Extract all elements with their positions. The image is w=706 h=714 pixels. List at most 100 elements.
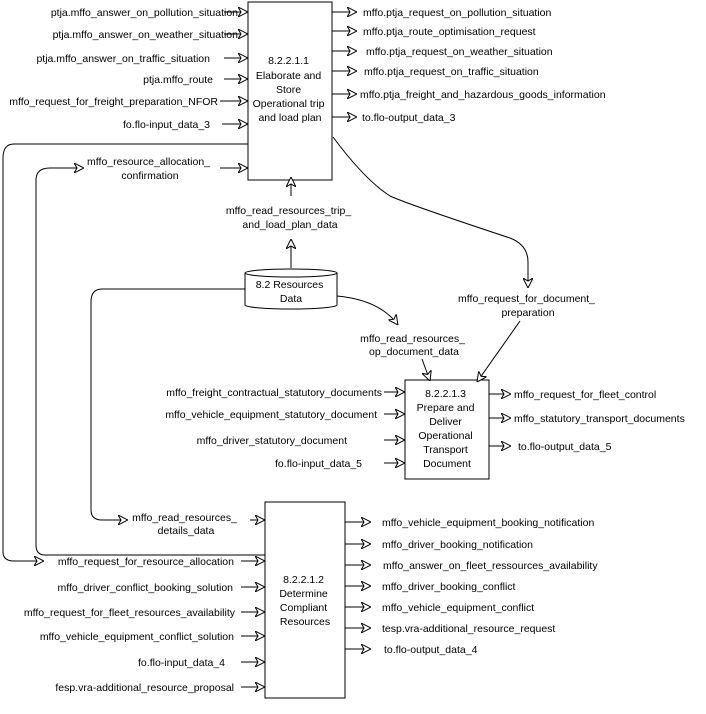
flow-output[interactable]: to.flo-output_data_4 [345,644,478,656]
connector [90,288,245,520]
flow-label: fesp.vra-additional_resource_proposal [55,682,234,694]
process-box[interactable] [247,1,333,181]
flow-input[interactable]: fesp.vra-additional_resource_proposal [55,682,265,694]
flow-label: mffo_request_for_fleet_resources_availab… [24,607,236,619]
flow-label: mffo_read_resources_trip_ and_load_plan_… [226,205,354,231]
flow-label: mffo_driver_booking_conflict [382,581,516,593]
process-8-2-2-1-3[interactable]: 8.2.2.1.3 Prepare and Deliver Operationa… [404,379,490,480]
flow-label: ptja.mffo_answer_on_pollution_situation [51,7,238,19]
flow-input[interactable]: mffo_freight_contractual_statutory_docum… [166,387,405,399]
flow-label: mffo_vehicle_equipment_booking_notificat… [382,517,594,529]
datastore-label: 8.2 Resources Data [256,279,327,305]
flow-label: mffo_freight_contractual_statutory_docum… [166,387,382,399]
flow-request-for-document-preparation[interactable]: mffo_request_for_document_ preparation [332,136,598,382]
flow-label: mffo.ptja_freight_and_hazardous_goods_in… [360,89,606,101]
flow-output[interactable]: mffo_vehicle_equipment_booking_notificat… [345,517,594,529]
flow-input[interactable]: ptja.mffo_answer_on_weather_situation [53,29,248,41]
flow-label: to.flo-output_data_5 [518,441,612,453]
flow-label: mffo_driver_booking_notification [382,539,533,551]
flow-output[interactable]: to.flo-output_data_3 [332,112,456,124]
flow-label: mffo_read_resources_ op_document_data [360,333,468,358]
flow-label: mffo_resource_allocation_ confirmation [87,156,213,182]
arrow-icon [477,320,521,382]
p3-outputs: mffo_request_for_fleet_control mffo_stat… [489,389,685,453]
p2-outputs: mffo_vehicle_equipment_booking_notificat… [345,517,598,656]
flow-input[interactable]: mffo_request_for_fleet_resources_availab… [24,607,265,619]
flow-output[interactable]: tesp.vra-additional_resource_request [345,623,555,635]
flow-label: mffo.ptja_request_on_traffic_situation [364,66,539,78]
flow-label: tesp.vra-additional_resource_request [382,623,555,635]
flow-label: ptja.mffo_answer_on_weather_situation [53,29,239,41]
p3-inputs: mffo_freight_contractual_statutory_docum… [165,387,405,470]
flow-output[interactable]: mffo_driver_booking_conflict [345,581,516,593]
flow-request-for-resource-allocation[interactable] [2,143,248,561]
connector [2,143,248,561]
flow-input[interactable]: mffo_driver_conflict_booking_solution [58,582,266,594]
flow-label: to.flo-output_data_4 [384,644,478,656]
flow-label: mffo_vehicle_equipment_statutory_documen… [165,409,377,421]
flow-label: mffo_vehicle_equipment_conflict_solution [40,631,234,643]
connector [35,168,265,556]
flow-input[interactable]: mffo_request_for_freight_preparation_NFO… [9,96,248,108]
flow-output[interactable]: mffo_driver_booking_notification [345,539,533,551]
flow-label: mffo_vehicle_equipment_conflict [382,602,534,614]
flow-label: mffo_request_for_fleet_control [514,389,656,401]
flow-label: mffo.ptja_route_optimisation_request [363,26,536,38]
cylinder-top [244,268,338,278]
flow-read-resources-trip-load-plan[interactable]: mffo_read_resources_trip_ and_load_plan_… [226,177,354,268]
flow-label: mffo_driver_conflict_booking_solution [58,582,234,594]
flow-label: mffo_read_resources_ details_data [132,512,240,537]
flow-input[interactable]: fo.flo-input_data_3 [123,119,248,131]
cylinder-body [244,273,338,310]
flow-input[interactable]: mffo_driver_statutory_document [197,435,405,447]
flow-read-resources-op-document[interactable]: mffo_read_resources_ op_document_data [336,295,468,381]
flow-output[interactable]: mffo.ptja_request_on_pollution_situation [332,7,552,19]
flow-output[interactable]: mffo_request_for_fleet_control [489,389,656,401]
flow-output[interactable]: mffo.ptja_request_on_traffic_situation [332,66,539,78]
flow-input[interactable]: mffo_vehicle_equipment_statutory_documen… [165,409,405,421]
flow-label: ptja.mffo_route [143,74,213,86]
flow-output[interactable]: mffo_statutory_transport_documents [489,413,685,425]
flow-label: mffo_answer_on_fleet_ressources_availabi… [383,560,598,572]
process-8-2-2-1-1[interactable]: 8.2.2.1.1 Elaborate and Store Operationa… [247,1,333,181]
flow-input[interactable]: fo.flo-input_data_4 [138,657,265,669]
flow-input[interactable]: mffo_vehicle_equipment_conflict_solution [40,631,265,643]
flow-label: mffo_request_for_document_ preparation [458,293,598,319]
flow-output[interactable]: mffo.ptja_request_on_weather_situation [332,46,553,58]
p2-inputs: mffo_request_for_resource_allocation mff… [24,556,265,694]
flow-label: ptja.mffo_answer_on_traffic_situation [36,53,210,65]
arrow-icon [421,358,430,381]
process-label: 8.2.2.1.2 Determine Compliant Resources [279,574,330,628]
flow-output[interactable]: mffo.ptja_freight_and_hazardous_goods_in… [332,89,606,101]
flow-output[interactable]: mffo_vehicle_equipment_conflict [345,602,534,614]
flow-input[interactable]: fo.flo-input_data_5 [275,458,405,470]
flow-input[interactable]: ptja.mffo_answer_on_pollution_situation [51,7,248,19]
datastore-8-2-resources-data[interactable]: 8.2 Resources Data [244,268,338,310]
flow-resource-allocation-confirmation[interactable]: mffo_resource_allocation_ confirmation [35,156,265,556]
flow-label: to.flo-output_data_3 [362,112,456,124]
flow-input[interactable]: ptja.mffo_answer_on_traffic_situation [36,53,248,65]
flow-output[interactable]: mffo_answer_on_fleet_ressources_availabi… [345,560,598,572]
flow-output[interactable]: to.flo-output_data_5 [489,441,612,453]
flow-label: mffo_driver_statutory_document [197,435,347,447]
flow-label: mffo.ptja_request_on_weather_situation [366,46,553,58]
flow-output[interactable]: mffo.ptja_route_optimisation_request [332,26,536,38]
process-label: 8.2.2.1.3 Prepare and Deliver Operationa… [417,388,478,470]
process-box[interactable] [264,501,346,699]
flow-label: fo.flo-input_data_3 [123,119,210,131]
flow-input[interactable]: ptja.mffo_route [143,74,248,86]
flow-label: mffo.ptja_request_on_pollution_situation [363,7,552,19]
flow-input[interactable]: mffo_request_for_resource_allocation [58,556,265,568]
flow-label: fo.flo-input_data_4 [138,657,225,669]
process-8-2-2-1-2[interactable]: 8.2.2.1.2 Determine Compliant Resources [264,501,346,699]
process-label: 8.2.2.1.1 Elaborate and Store Operationa… [253,55,328,124]
flow-label: mffo_request_for_resource_allocation [58,556,234,568]
flow-label: mffo_statutory_transport_documents [514,413,685,425]
flow-label: fo.flo-input_data_5 [275,458,362,470]
flow-read-resources-details[interactable]: mffo_read_resources_ details_data [90,288,265,537]
p1-inputs: ptja.mffo_answer_on_pollution_situation … [9,7,248,131]
connector [332,136,528,288]
connector [336,295,398,325]
process-box[interactable] [404,379,490,480]
